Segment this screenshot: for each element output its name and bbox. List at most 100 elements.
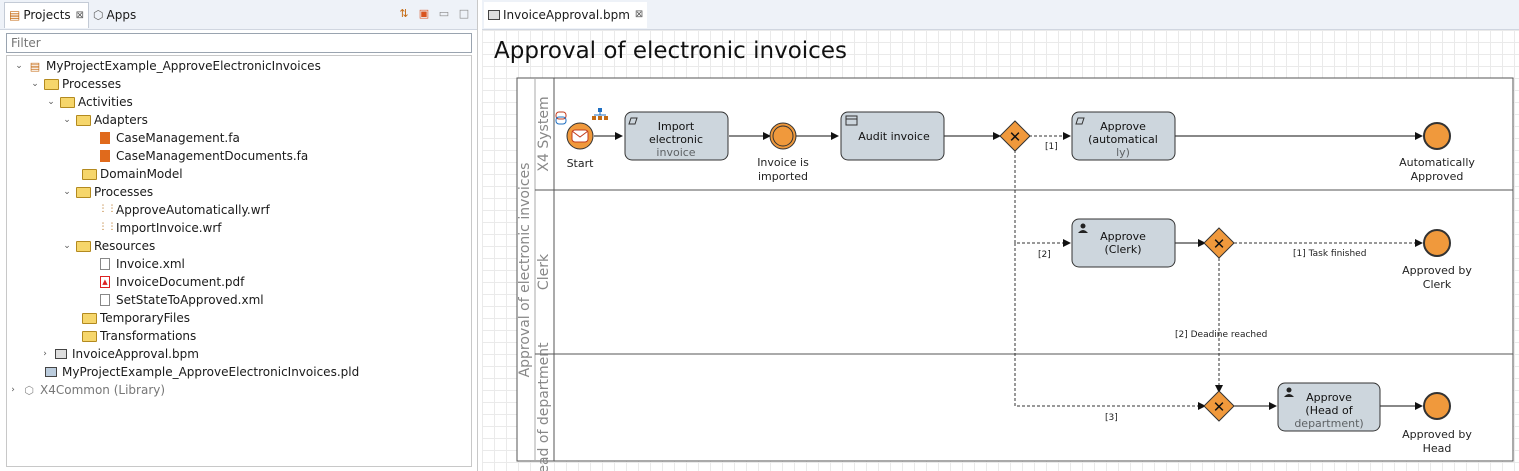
approve-automatically-task[interactable]: Approve (automatical ly) bbox=[1071, 111, 1176, 161]
import-task-line2: electronic bbox=[649, 133, 703, 146]
svg-text:✕: ✕ bbox=[1009, 128, 1022, 146]
tree-item[interactable]: ▲InvoiceDocument.pdf bbox=[83, 273, 244, 291]
tree-item[interactable]: MyProjectExample_ApproveElectronicInvoic… bbox=[29, 363, 359, 381]
approved-head-label1: Approved by bbox=[1402, 428, 1472, 441]
auto-approved-label2: Approved bbox=[1411, 170, 1464, 183]
gateway-2[interactable]: ✕ bbox=[1203, 227, 1235, 259]
flow-label-1: [1] bbox=[1045, 142, 1058, 152]
flow-label-2: [2] bbox=[1038, 250, 1051, 260]
filter-input[interactable] bbox=[6, 33, 472, 53]
audit-task-label: Audit invoice bbox=[858, 130, 930, 143]
tree-item[interactable]: › InvoiceApproval.bpm bbox=[39, 345, 199, 363]
svg-text:✕: ✕ bbox=[1213, 398, 1226, 416]
workflow-file-icon: ⋮⋮ bbox=[98, 204, 117, 214]
tree-item[interactable]: Invoice.xml bbox=[83, 255, 185, 273]
tab-invoice-approval-label: InvoiceApproval.bpm bbox=[503, 7, 630, 22]
bpm-editor: InvoiceApproval.bpm ⊠ Approval of electr… bbox=[482, 0, 1519, 471]
approved-head-label2: Head bbox=[1423, 442, 1452, 455]
expand-arrow-icon[interactable]: ⌄ bbox=[31, 79, 39, 89]
project-explorer-panel: ▤ Projects ⊠ ⬡ Apps ⇅ ▣ ▭ □ ⌄▤MyProjectE… bbox=[0, 0, 478, 471]
automatically-approved-end-event[interactable] bbox=[1423, 122, 1451, 150]
approve-auto-line1: Approve bbox=[1100, 120, 1146, 133]
approve-head-task[interactable]: Approve (Head of department) bbox=[1277, 382, 1381, 432]
tree-item-label: Processes bbox=[94, 185, 154, 199]
tree-item-label: DomainModel bbox=[100, 167, 183, 181]
xml-file-icon bbox=[97, 257, 113, 271]
expand-arrow-icon[interactable]: ⌄ bbox=[15, 61, 23, 71]
pld-file-icon bbox=[43, 365, 59, 379]
close-icon[interactable]: ⊠ bbox=[634, 9, 644, 20]
tree-item-label: MyProjectExample_ApproveElectronicInvoic… bbox=[46, 59, 321, 73]
invoice-imported-label2: imported bbox=[758, 170, 808, 183]
maximize-icon[interactable]: □ bbox=[458, 7, 470, 20]
approve-head-line1: Approve bbox=[1306, 391, 1352, 404]
approve-auto-line2: (automatical bbox=[1088, 133, 1158, 146]
approve-auto-line3: ly) bbox=[1116, 146, 1130, 159]
close-icon[interactable]: ⊠ bbox=[75, 9, 85, 21]
tree-item-label: InvoiceApproval.bpm bbox=[72, 347, 199, 361]
tree-item[interactable]: ⌄ Resources bbox=[61, 237, 155, 255]
tree-item[interactable]: ⌄▤MyProjectExample_ApproveElectronicInvo… bbox=[13, 57, 321, 75]
tree-item[interactable]: SetStateToApproved.xml bbox=[83, 291, 264, 309]
lane-label-system: X4 System bbox=[536, 96, 552, 171]
folder-icon bbox=[81, 329, 97, 343]
adapter-file-icon bbox=[97, 149, 113, 163]
library-icon: ⬡ bbox=[24, 383, 34, 397]
tab-invoice-approval[interactable]: InvoiceApproval.bpm ⊠ bbox=[484, 1, 648, 28]
expand-arrow-icon[interactable]: ⌄ bbox=[63, 115, 71, 125]
tree-item[interactable]: ⌄ Processes bbox=[61, 183, 153, 201]
link-icon bbox=[555, 111, 567, 125]
expand-arrow-icon[interactable]: ⌄ bbox=[63, 241, 71, 251]
approve-clerk-line1: Approve bbox=[1100, 230, 1146, 243]
expand-arrow-icon[interactable]: ⌄ bbox=[63, 187, 71, 197]
approved-by-clerk-end-event[interactable] bbox=[1423, 229, 1451, 257]
lane-label-head: ead of department bbox=[536, 342, 552, 471]
tree-item-label: ApproveAutomatically.wrf bbox=[116, 203, 270, 217]
tree-item[interactable]: CaseManagementDocuments.fa bbox=[83, 147, 308, 165]
start-event[interactable] bbox=[566, 122, 594, 150]
tree-item[interactable]: ⋮⋮ImportInvoice.wrf bbox=[83, 219, 222, 237]
tab-projects[interactable]: ▤ Projects ⊠ bbox=[4, 1, 90, 28]
tree-item[interactable]: TemporaryFiles bbox=[67, 309, 190, 327]
collapse-arrow-icon[interactable]: › bbox=[11, 385, 15, 395]
import-invoice-task[interactable]: Import electronic invoice bbox=[624, 111, 729, 161]
collapse-arrow-icon[interactable]: › bbox=[43, 349, 47, 359]
approve-clerk-line2: (Clerk) bbox=[1105, 243, 1142, 256]
project-tree: ⌄▤MyProjectExample_ApproveElectronicInvo… bbox=[6, 55, 472, 467]
tree-item[interactable]: ⋮⋮ApproveAutomatically.wrf bbox=[83, 201, 270, 219]
pdf-file-icon: ▲ bbox=[97, 275, 113, 289]
tree-item-label: Processes bbox=[62, 77, 122, 91]
audit-invoice-task[interactable]: Audit invoice bbox=[840, 111, 945, 161]
gateway-3[interactable]: ✕ bbox=[1203, 390, 1235, 422]
tree-item[interactable]: CaseManagement.fa bbox=[83, 129, 240, 147]
projects-icon: ▤ bbox=[9, 8, 21, 22]
tree-item[interactable]: ⌄Activities bbox=[45, 93, 133, 111]
tab-apps[interactable]: ⬡ Apps bbox=[89, 2, 140, 28]
folder-icon bbox=[81, 311, 97, 325]
tree-item-label: Invoice.xml bbox=[116, 257, 185, 271]
tree-item[interactable]: ⌄Adapters bbox=[61, 111, 148, 129]
tree-item[interactable]: › ⬡ X4Common (Library) bbox=[7, 381, 165, 399]
tree-item[interactable]: DomainModel bbox=[67, 165, 183, 183]
minimize-icon[interactable]: ▭ bbox=[438, 7, 450, 20]
xml-file-icon bbox=[97, 293, 113, 307]
approve-clerk-task[interactable]: Approve (Clerk) bbox=[1071, 218, 1176, 268]
sync-icon[interactable]: ⇅ bbox=[399, 7, 409, 20]
bpm-file-icon bbox=[53, 347, 69, 361]
diagram-canvas[interactable]: Approval of electronic invoices Approval… bbox=[482, 30, 1519, 471]
tree-item-label: X4Common (Library) bbox=[40, 383, 166, 397]
folder-icon bbox=[75, 113, 91, 127]
gateway-1[interactable]: ✕ bbox=[999, 120, 1031, 152]
lane-label-clerk: Clerk bbox=[536, 253, 552, 290]
invoice-imported-event[interactable] bbox=[769, 122, 797, 150]
tree-item[interactable]: ⌄ Processes bbox=[29, 75, 121, 93]
expand-arrow-icon[interactable]: ⌄ bbox=[47, 97, 55, 107]
tree-item[interactable]: Transformations bbox=[67, 327, 196, 345]
import-task-line1: Import bbox=[658, 120, 695, 133]
new-icon[interactable]: ▣ bbox=[418, 7, 430, 20]
tree-item-label: MyProjectExample_ApproveElectronicInvoic… bbox=[62, 365, 360, 379]
approve-head-line3: department) bbox=[1294, 417, 1363, 430]
approved-by-head-end-event[interactable] bbox=[1423, 392, 1451, 420]
tree-item-label: Resources bbox=[94, 239, 156, 253]
tab-projects-label: Projects bbox=[23, 8, 71, 22]
